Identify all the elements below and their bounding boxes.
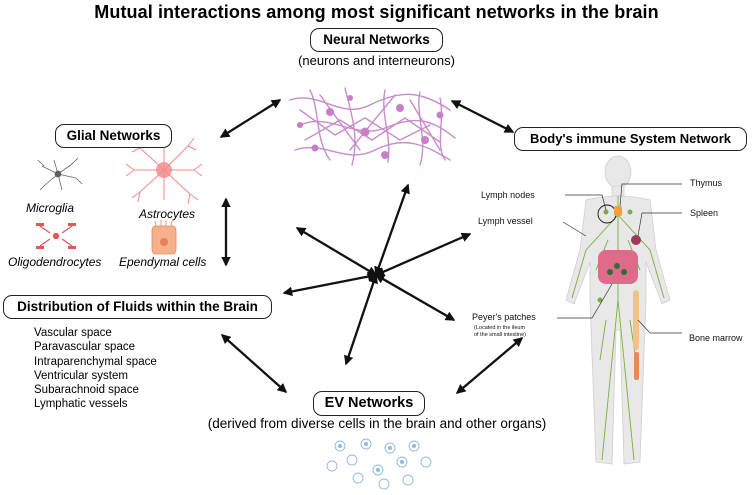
neural-network-somata xyxy=(297,95,444,159)
lymph-vessel-label: Lymph vessel xyxy=(478,216,533,226)
organs-illustration xyxy=(597,204,641,380)
arrow-ev-immune xyxy=(455,337,524,394)
list-item: Subarachnoid space xyxy=(34,384,139,397)
lymph-nodes-label: Lymph nodes xyxy=(481,190,535,200)
fluid-spaces-list: Vascular space Paravascular space Intrap… xyxy=(34,326,157,412)
arrow-fluids-ev xyxy=(220,334,288,393)
ev-illustration xyxy=(326,438,432,490)
oligodendrocytes-label: Oligodendrocytes xyxy=(8,255,102,269)
astrocytes-label: Astrocytes xyxy=(139,207,196,221)
arrow-glial-neural xyxy=(219,99,282,138)
fluids-box: Distribution of Fluids within the Brain xyxy=(3,295,272,319)
ev-networks-subtitle: (derived from diverse cells in the brain… xyxy=(207,416,547,431)
list-item: Ventricular system xyxy=(34,369,128,382)
thymus-label: Thymus xyxy=(690,178,723,188)
neural-networks-subtitle: (neurons and interneurons) xyxy=(298,53,455,68)
body-annotation-lines xyxy=(557,183,682,334)
ependymal-illustration xyxy=(151,220,177,255)
peyers-patches-label: Peyer's patches xyxy=(472,312,536,322)
list-item: Lymphatic vessels xyxy=(34,398,128,411)
spleen-label: Spleen xyxy=(690,208,719,218)
oligodendrocyte-illustration xyxy=(36,223,76,249)
ependymal-cells-label: Ependymal cells xyxy=(119,255,207,269)
neural-networks-box: Neural Networks xyxy=(310,28,443,52)
astrocyte-illustration xyxy=(125,131,203,205)
peyers-patches-note: (Located in the ileum of the small intes… xyxy=(474,325,526,338)
human-body-illustration xyxy=(565,155,671,465)
arrow-center-glial xyxy=(295,227,378,276)
arrow-center-neural xyxy=(374,183,410,277)
arrow-center-immune xyxy=(374,232,472,277)
microglia-label: Microglia xyxy=(26,201,75,215)
arrow-center-fluids xyxy=(282,271,378,297)
interaction-arrows xyxy=(219,99,524,394)
list-item: Intraparenchymal space xyxy=(34,355,157,368)
list-item: Paravascular space xyxy=(34,341,135,354)
list-item: Vascular space xyxy=(34,327,112,339)
arrow-center-ev xyxy=(344,273,378,366)
immune-system-box: Body's immune System Network xyxy=(514,127,747,151)
ev-networks-box: EV Networks xyxy=(313,391,425,416)
neural-network-illustration xyxy=(289,87,456,166)
arrow-neural-immune xyxy=(450,99,515,134)
arrow-center-body xyxy=(374,274,456,321)
glial-networks-box: Glial Networks xyxy=(55,124,172,148)
bone-marrow-label: Bone marrow xyxy=(689,333,743,343)
microglia-illustration xyxy=(37,157,83,191)
diagram-title: Mutual interactions among most significa… xyxy=(94,2,659,22)
